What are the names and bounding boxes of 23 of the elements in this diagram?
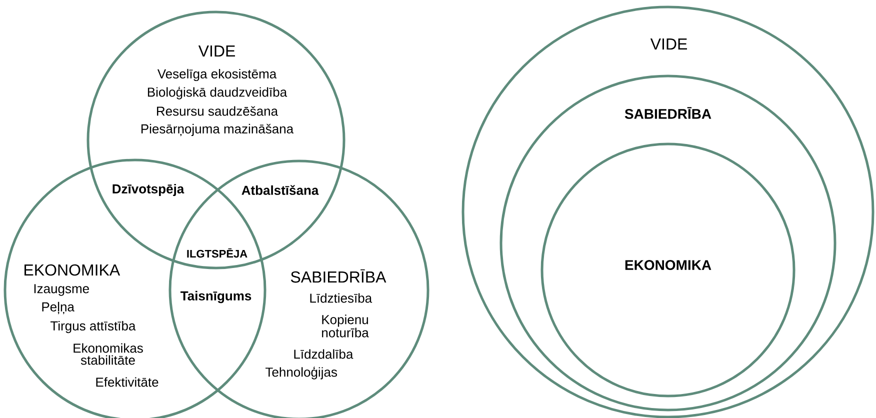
circle-heading: SABIEDRĪBA (290, 269, 386, 283)
list-item: Tirgus attīstība (50, 320, 136, 334)
list-item: Efektivitāte (96, 377, 158, 387)
list-item: Peļņa (42, 302, 74, 314)
overlap-label: Atbalstīšana (242, 185, 319, 195)
overlap-label: Taisnīgums (180, 290, 252, 304)
list-item: Resursu saudzēšana (157, 106, 278, 116)
list-item: Piesārņojuma mazināšana (141, 124, 294, 136)
list-item: Bioloģiskā daudzveidība (148, 86, 288, 100)
overlap-label: Dzīvotspēja (112, 184, 184, 196)
list-item: Tehnoloģijas (266, 366, 337, 380)
list-item: Kopienu noturība (322, 314, 369, 338)
circle-heading: SABIEDRĪBA (624, 107, 712, 119)
list-item: Līdztiesība (310, 293, 372, 303)
circle-heading: EKONOMIKA (24, 264, 120, 276)
overlap-label: ILGTSPĒJA (187, 248, 248, 258)
circle-heading: EKONOMIKA (625, 260, 712, 270)
circle-heading: VIDE (650, 38, 687, 50)
list-item: Veselīga ekosistēma (157, 68, 277, 82)
list-item: Ekonomikas stabilitāte (74, 343, 143, 365)
circle-heading: VIDE (198, 46, 235, 56)
list-item: Izaugsme (34, 284, 89, 296)
list-item: Līdzdalība (294, 349, 354, 359)
